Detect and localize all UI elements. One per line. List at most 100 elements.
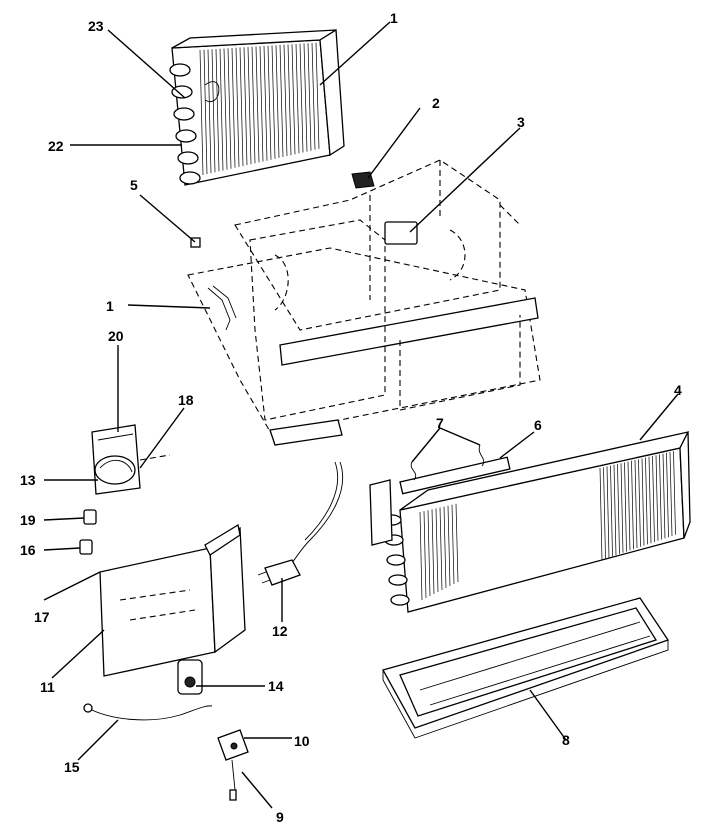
callout-19: 19 (20, 512, 36, 528)
fin-line (610, 465, 613, 557)
callout-11: 11 (40, 679, 55, 695)
callout-6: 6 (534, 417, 542, 433)
fin-line (271, 45, 276, 159)
fin-line (659, 454, 662, 540)
fin-line (599, 467, 603, 561)
callout-1-mid: 1 (106, 298, 114, 314)
fan-shroud (91, 424, 171, 495)
fin-line (447, 505, 451, 587)
callout-10: 10 (294, 733, 310, 749)
spring-clip-left (410, 461, 417, 481)
condenser-coil (369, 431, 691, 613)
fin-line (299, 43, 304, 153)
fin-line (315, 42, 320, 149)
callout-7: 7 (436, 415, 444, 431)
callout-8: 8 (562, 732, 570, 748)
fin-line (634, 459, 638, 549)
fin-line (624, 462, 627, 552)
fin-line (451, 504, 455, 585)
callout-5: 5 (130, 177, 138, 193)
fin-line (219, 48, 224, 171)
fin-line (215, 48, 220, 172)
fin-line (311, 42, 316, 150)
fin-line (199, 49, 204, 176)
leader-lines (43, 21, 679, 809)
fin-line (617, 463, 620, 555)
callout-22: 22 (48, 138, 64, 154)
fin-line (247, 46, 252, 165)
fin-line (251, 46, 256, 164)
callout-12: 12 (272, 623, 288, 639)
callout-17: 17 (34, 609, 50, 625)
callout-16: 16 (20, 542, 36, 558)
fin-line (638, 459, 641, 547)
fin-line (631, 460, 634, 550)
fin-line (443, 506, 447, 589)
fin-line (255, 46, 260, 163)
thermostat (217, 729, 249, 801)
callout-20: 20 (108, 328, 124, 344)
callout-13: 13 (20, 472, 36, 488)
clip-16 (79, 539, 93, 555)
evaporator-fins (199, 42, 320, 176)
fin-line (295, 43, 300, 154)
callout-1-top: 1 (390, 10, 398, 26)
fin-line (211, 49, 216, 173)
callout-23: 23 (88, 18, 104, 34)
fin-line (419, 511, 423, 601)
condenser-fins (419, 451, 676, 601)
clip-19 (83, 509, 97, 525)
power-cord (257, 461, 344, 586)
fin-line (603, 467, 606, 559)
fin-line (606, 466, 610, 558)
callout-15: 15 (64, 759, 80, 775)
fin-line (620, 463, 624, 553)
callout-14: 14 (268, 678, 284, 694)
fin-line (431, 509, 435, 595)
fin-line (227, 48, 232, 169)
fin-line (627, 461, 631, 551)
fin-line (239, 47, 244, 167)
fin-line (673, 451, 676, 535)
callout-4: 4 (674, 382, 682, 398)
callout-numbers: 1 23 22 2 3 5 1 20 18 13 19 16 17 11 15 … (20, 10, 682, 825)
fin-line (279, 44, 284, 158)
fin-line (641, 458, 645, 546)
sensing-bulb-wire (87, 705, 213, 721)
fin-line (203, 49, 208, 175)
fin-line (652, 455, 655, 543)
fin-line (669, 451, 673, 537)
callout-3: 3 (517, 114, 525, 130)
base-pan-assembly (187, 159, 541, 446)
fin-line (648, 456, 652, 544)
fin-line (455, 503, 459, 583)
evaporator-tube-bends (169, 63, 220, 185)
fin-line (439, 507, 443, 591)
fin-line (291, 44, 296, 155)
fin-line (613, 464, 617, 556)
drain-pan (382, 597, 670, 739)
fin-line (263, 45, 268, 161)
fin-line (243, 47, 248, 166)
spring-clip-right (478, 444, 485, 467)
fin-line (666, 452, 669, 538)
control-panel (99, 523, 246, 695)
callout-9: 9 (276, 809, 284, 825)
fin-line (427, 510, 431, 597)
fin-line (303, 43, 308, 152)
fin-line (307, 43, 312, 151)
evaporator-coil (169, 28, 345, 186)
fin-line (231, 47, 236, 168)
fin-line (662, 453, 666, 539)
callout-2: 2 (432, 95, 440, 111)
fin-line (423, 511, 427, 599)
fin-line (435, 508, 439, 593)
fin-line (267, 45, 272, 160)
fin-line (235, 47, 240, 167)
fin-line (655, 455, 659, 541)
fin-line (259, 46, 264, 162)
fin-line (645, 457, 648, 545)
fin-line (287, 44, 292, 156)
fin-line (283, 44, 288, 157)
